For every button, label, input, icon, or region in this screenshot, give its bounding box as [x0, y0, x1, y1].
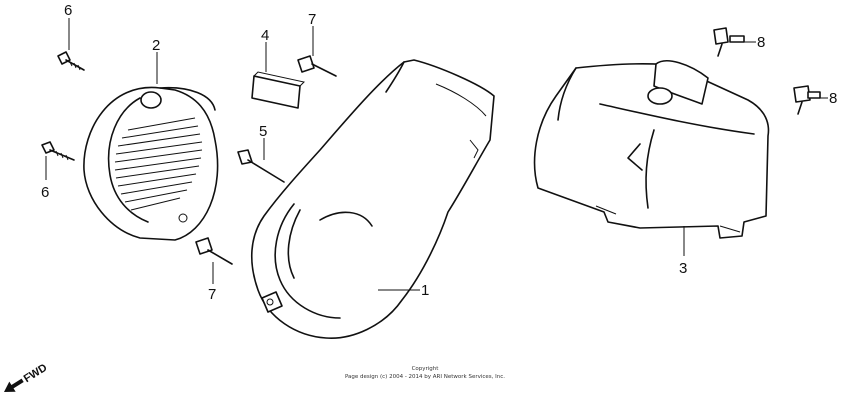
- callout-8-top: 8: [757, 34, 765, 51]
- part-1-fan-housing: [250, 59, 495, 339]
- copyright-line-1: Copyright: [412, 366, 440, 372]
- part-6-screw-bottom: [41, 141, 75, 161]
- part-5-bolt: [237, 149, 285, 183]
- fwd-indicator: FWD: [4, 362, 50, 392]
- copyright-line-2: Page design (c) 2004 - 2014 by ARI Netwo…: [345, 374, 505, 380]
- callout-8-right: 8: [829, 90, 837, 107]
- callout-4: 4: [261, 27, 269, 44]
- part-4-pad: [251, 71, 306, 109]
- part-7-bolt-bottom: [195, 237, 233, 265]
- part-7-bolt-top: [297, 55, 337, 77]
- part-8-bolt-right: [793, 85, 821, 115]
- callout-6-top: 6: [64, 2, 72, 19]
- callout-7-bottom: 7: [208, 286, 216, 303]
- fwd-label: FWD: [22, 362, 50, 385]
- grille-slats: [114, 117, 203, 211]
- part-2-fan-cover: [83, 86, 219, 241]
- fwd-arrow-icon: [4, 378, 24, 392]
- part-8-bolt-top: [713, 27, 745, 57]
- callout-6-bottom: 6: [41, 184, 49, 201]
- callout-1: 1: [421, 282, 429, 299]
- part-3-head-cover: [533, 60, 770, 239]
- callout-3: 3: [679, 260, 687, 277]
- part-6-screw-top: [57, 51, 85, 71]
- callout-5: 5: [259, 123, 267, 140]
- callout-2: 2: [152, 37, 160, 54]
- callout-7-top: 7: [308, 11, 316, 28]
